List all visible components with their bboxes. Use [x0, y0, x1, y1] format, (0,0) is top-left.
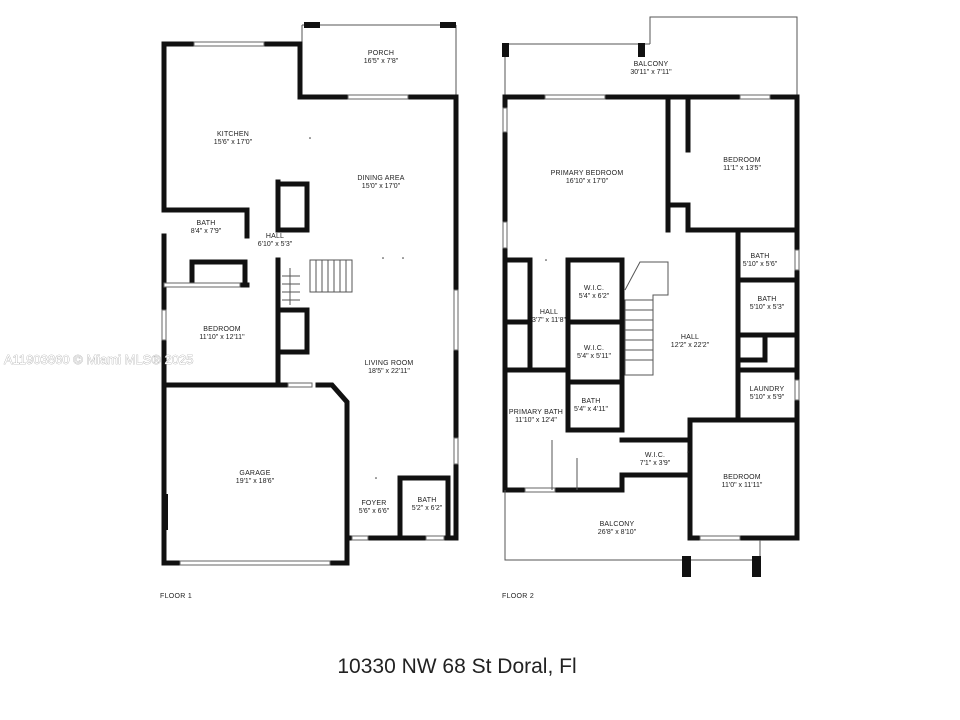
floor-1-label: FLOOR 1 — [160, 593, 192, 600]
room-labels-floor-1: PORCH 16'5" x 7'8" KITCHEN 15'6" x 17'0"… — [191, 50, 443, 515]
room-name-wic-2: W.I.C. — [584, 345, 604, 352]
room-dims-primary-bath: 11'10" x 12'4" — [515, 417, 557, 424]
room-dims-laundry: 5'10" x 5'9" — [750, 394, 785, 401]
floor-1-plan — [161, 22, 459, 566]
floor-1-windows — [161, 41, 459, 566]
floor-2-stairs — [624, 261, 669, 376]
room-name-laundry: LAUNDRY — [750, 386, 785, 393]
room-name-balcony-upper: BALCONY — [634, 61, 669, 68]
floor-1-exterior-walls — [161, 41, 459, 566]
room-dims-bedroom-2: 11'1" x 13'5" — [723, 165, 761, 172]
room-name-foyer: FOYER — [361, 500, 386, 507]
room-name-wic-3: W.I.C. — [645, 452, 665, 459]
room-name-bath-1: BATH — [197, 220, 216, 227]
lower-balcony-outline — [504, 490, 761, 577]
room-dims-wic-3: 7'1" x 3'9" — [640, 460, 671, 467]
room-dims-garage: 19'1" x 18'6" — [236, 478, 275, 485]
room-name-living-room: LIVING ROOM — [365, 360, 414, 367]
room-name-bedroom-1: BEDROOM — [203, 326, 241, 333]
room-dims-wic-2: 5'4" x 5'11" — [577, 353, 611, 360]
room-name-primary-bedroom: PRIMARY BEDROOM — [551, 170, 624, 177]
room-name-balcony-lower: BALCONY — [600, 521, 635, 528]
room-name-kitchen: KITCHEN — [217, 131, 249, 138]
room-dims-kitchen: 15'6" x 17'0" — [214, 139, 253, 146]
floor-2-label: FLOOR 2 — [502, 593, 534, 600]
room-name-bedroom-2: BEDROOM — [723, 157, 761, 164]
room-dims-foyer: 5'6" x 6'6" — [359, 508, 390, 515]
room-dims-bath-4: 5'10" x 5'3" — [750, 304, 785, 311]
room-name-porch: PORCH — [368, 50, 394, 57]
room-name-hall-1: HALL — [266, 233, 284, 240]
room-labels-floor-2: BALCONY 30'11" x 7'11" PRIMARY BEDROOM 1… — [509, 61, 785, 536]
floor-2-interior-walls — [502, 94, 800, 478]
room-dims-wic-1: 5'4" x 6'2" — [579, 293, 610, 300]
room-name-bath-5: BATH — [582, 398, 601, 405]
room-dims-hall-1: 6'10" x 5'3" — [258, 241, 293, 248]
room-dims-hall-2: 3'7" x 11'8" — [532, 317, 566, 324]
room-name-primary-bath: PRIMARY BATH — [509, 409, 563, 416]
room-name-bath-2: BATH — [418, 497, 437, 504]
room-dims-living-room: 18'5" x 22'11" — [368, 368, 410, 375]
room-dims-bath-2: 5'2" x 6'2" — [412, 505, 443, 512]
room-dims-porch: 16'5" x 7'8" — [364, 58, 399, 65]
room-dims-bath-5: 5'4" x 4'11" — [574, 406, 608, 413]
room-name-wic-1: W.I.C. — [584, 285, 604, 292]
room-name-hall-2: HALL — [540, 309, 558, 316]
floor-2-plan — [502, 16, 800, 577]
room-name-bath-3: BATH — [751, 253, 770, 260]
room-dims-bedroom-1: 11'10" x 12'11" — [199, 334, 245, 341]
room-name-hall-3: HALL — [681, 334, 699, 341]
room-name-bedroom-3: BEDROOM — [723, 474, 761, 481]
floor-2-windows — [502, 94, 800, 541]
room-dims-bath-1: 8'4" x 7'9" — [191, 228, 222, 235]
porch-outline — [301, 22, 457, 97]
mls-watermark: A11903860 © Miami MLS® 2025 — [4, 352, 193, 367]
room-dims-bedroom-3: 11'0" x 11'11" — [722, 482, 763, 489]
room-dims-bath-3: 5'10" x 5'6" — [743, 261, 778, 268]
floor-1-stairs — [282, 259, 353, 305]
fixture-dots — [309, 137, 689, 479]
room-dims-hall-3: 12'2" x 22'2" — [671, 342, 710, 349]
room-dims-primary-bedroom: 16'10" x 17'0" — [566, 178, 609, 185]
room-name-dining-area: DINING AREA — [357, 175, 404, 182]
room-name-bath-4: BATH — [758, 296, 777, 303]
room-dims-balcony-upper: 30'11" x 7'11" — [630, 69, 672, 76]
property-address: 10330 NW 68 St Doral, Fl — [337, 655, 576, 678]
room-dims-balcony-lower: 26'8" x 8'10" — [598, 529, 637, 536]
room-dims-dining-area: 15'0" x 17'0" — [362, 183, 401, 190]
upper-balcony-outline — [502, 16, 798, 97]
room-name-garage: GARAGE — [239, 470, 270, 477]
